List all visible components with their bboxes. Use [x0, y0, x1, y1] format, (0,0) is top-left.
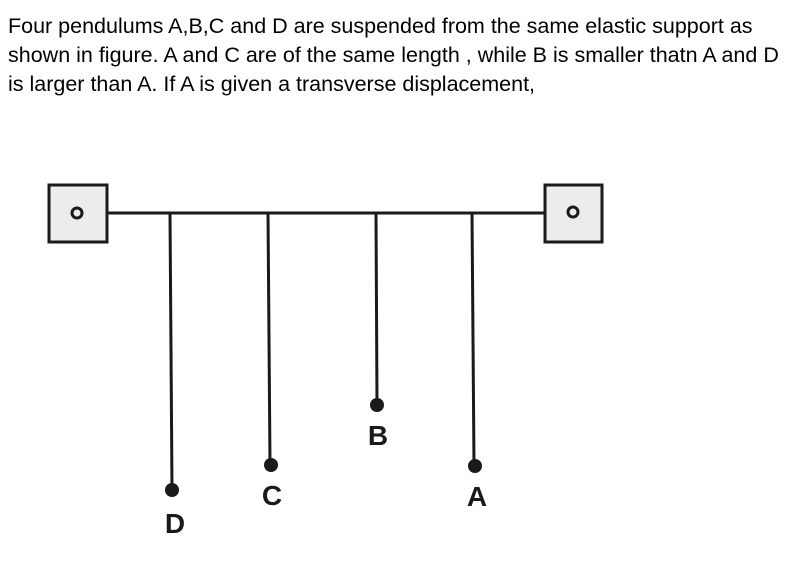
label-a: A	[467, 481, 487, 512]
pendulum-a: A	[467, 212, 487, 512]
question-text: Four pendulums A,B,C and D are suspended…	[8, 14, 779, 96]
left-support	[47, 183, 109, 244]
label-d: D	[165, 508, 185, 539]
pivot-icon	[70, 206, 84, 220]
label-b: B	[368, 420, 388, 451]
pendulum-b: B	[368, 212, 388, 451]
pivot-icon	[566, 205, 580, 219]
right-support	[543, 183, 604, 244]
pendulum-d: D	[165, 212, 185, 539]
label-c: C	[262, 480, 282, 511]
pendulum-c: C	[262, 212, 282, 511]
